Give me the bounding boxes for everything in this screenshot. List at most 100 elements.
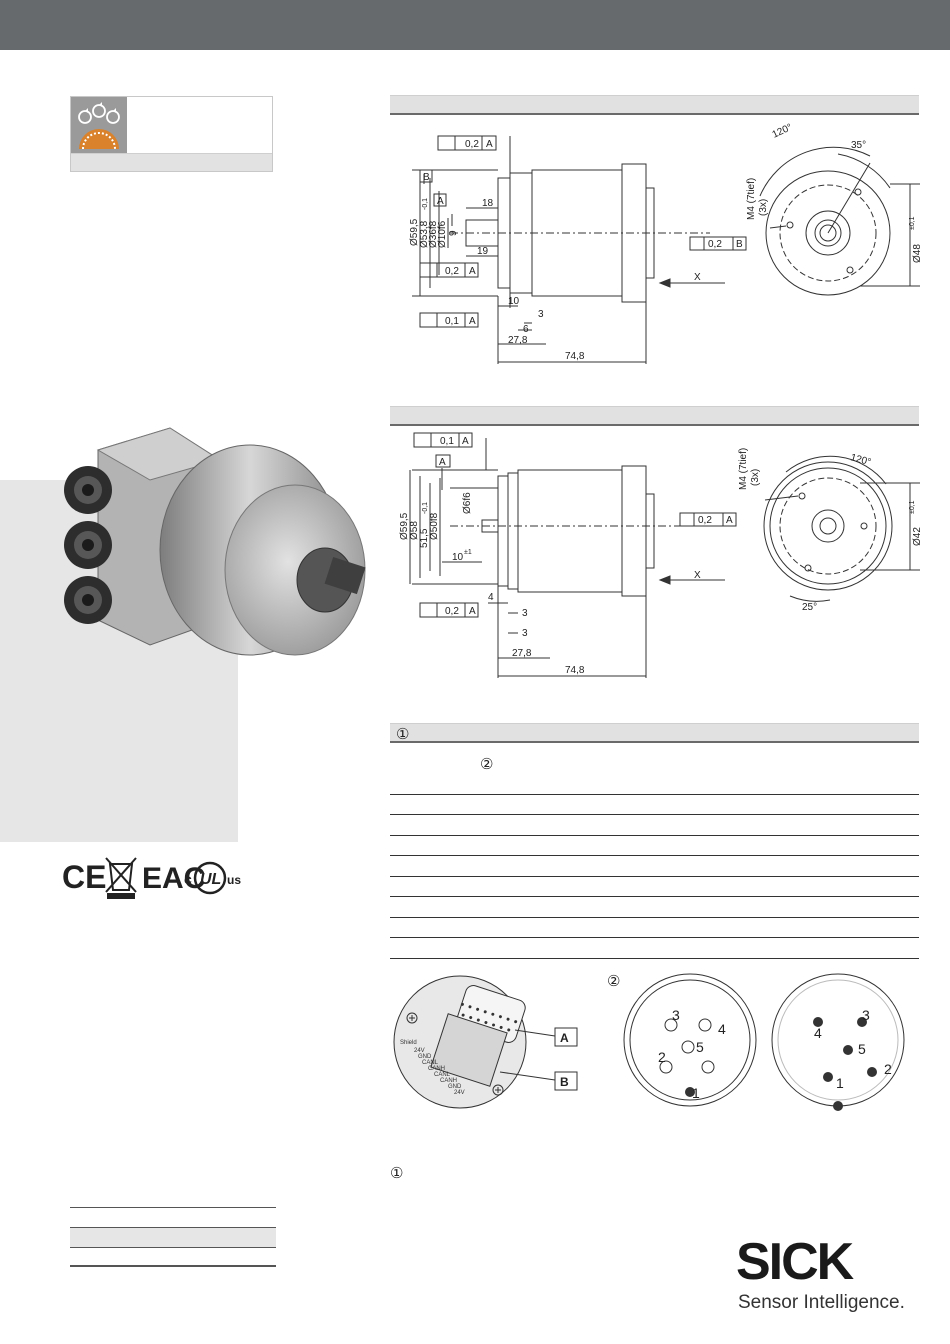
svg-text:A: A: [437, 196, 444, 207]
svg-text:A: A: [439, 457, 446, 468]
svg-text:Ø42: Ø42: [912, 527, 920, 546]
section-number: ①: [396, 726, 410, 743]
bottom-left-table: [70, 1207, 276, 1267]
svg-text:19: 19: [477, 246, 489, 257]
svg-text:±0,1: ±0,1: [909, 216, 916, 230]
svg-text:A: A: [486, 139, 493, 150]
svg-text:A: A: [560, 1031, 569, 1045]
svg-text:CANL: CANL: [422, 1060, 439, 1066]
logo-tagline: Sensor Intelligence.: [738, 1292, 905, 1313]
svg-text:0,2: 0,2: [698, 515, 712, 526]
table-row: [70, 1207, 276, 1227]
svg-text:120°: 120°: [771, 122, 794, 141]
section-bar-connection: ①: [390, 723, 919, 743]
svg-text:51,5: 51,5: [419, 528, 430, 548]
svg-text:3: 3: [672, 1007, 680, 1023]
ul-c: c: [184, 871, 192, 887]
rotary-encoder-icon: [71, 97, 127, 153]
header-bar: [0, 0, 950, 50]
connection-drawings: A B Shield 24V GND CANL CANH CANL CANH G…: [390, 970, 920, 1120]
table-rule: [390, 896, 919, 897]
dimension-drawing-2: 0,1 A A Ø59,5 Ø58 51,5 -0,1 Ø50f8 Ø6f6 1…: [390, 428, 923, 688]
section-bar-dimensions-2: [390, 406, 919, 426]
svg-text:0,2: 0,2: [445, 606, 459, 617]
table-rule: [390, 937, 919, 938]
svg-text:27,8: 27,8: [508, 335, 528, 346]
connector-marker: ②: [480, 756, 494, 773]
product-family-box: [70, 96, 273, 172]
svg-text:35°: 35°: [851, 140, 866, 151]
svg-text:Ø53,8: Ø53,8: [419, 220, 430, 248]
svg-text:Ø10f6: Ø10f6: [437, 220, 448, 248]
ce-mark: CE: [62, 859, 106, 895]
svg-text:GND: GND: [418, 1054, 432, 1060]
svg-text:A: A: [726, 515, 733, 526]
svg-text:M4 (7tief): M4 (7tief): [738, 448, 749, 490]
svg-text:CANH: CANH: [440, 1078, 457, 1084]
svg-text:Ø59,5: Ø59,5: [409, 218, 420, 246]
svg-text:Ø59,5: Ø59,5: [399, 512, 410, 540]
svg-text:74,8: 74,8: [565, 351, 585, 362]
svg-text:-0,1: -0,1: [422, 502, 429, 514]
svg-text:Ø58: Ø58: [409, 521, 420, 540]
svg-text:2: 2: [884, 1061, 892, 1077]
svg-text:0,2: 0,2: [708, 239, 722, 250]
product-family-bar: [71, 153, 272, 171]
svg-text:X: X: [694, 272, 701, 283]
svg-text:6: 6: [523, 324, 529, 335]
svg-text:A: A: [469, 316, 476, 327]
svg-text:B: B: [560, 1075, 569, 1089]
table-rule: [390, 814, 919, 815]
svg-text:4: 4: [814, 1025, 822, 1041]
svg-text:5: 5: [696, 1039, 704, 1055]
svg-text:0,2: 0,2: [465, 139, 479, 150]
svg-text:A: A: [469, 266, 476, 277]
svg-text:0,1: 0,1: [445, 316, 459, 327]
svg-text:±1: ±1: [464, 549, 472, 556]
svg-text:Ø48: Ø48: [912, 244, 920, 263]
svg-text:2: 2: [658, 1049, 666, 1065]
svg-text:5: 5: [858, 1041, 866, 1057]
svg-text:GND: GND: [448, 1084, 462, 1090]
svg-text:A: A: [469, 606, 476, 617]
svg-text:1: 1: [836, 1075, 844, 1091]
logo-wordmark: SICK: [736, 1233, 854, 1291]
table-rule: [390, 855, 919, 856]
svg-text:74,8: 74,8: [565, 665, 585, 676]
connector-marker-2: ②: [607, 973, 621, 990]
table-rule: [390, 958, 919, 959]
table-row: [70, 1227, 276, 1247]
svg-text:CANL: CANL: [434, 1072, 451, 1078]
svg-text:27,8: 27,8: [512, 648, 532, 659]
ul-us: us: [227, 873, 241, 887]
svg-text:CANH: CANH: [428, 1066, 445, 1072]
table-row: [70, 1247, 276, 1267]
svg-text:-0,1: -0,1: [422, 198, 429, 210]
section-bar-dimensions-1: [390, 95, 919, 115]
svg-text:3: 3: [522, 628, 528, 639]
table-rule: [390, 794, 919, 795]
svg-text:Shield: Shield: [400, 1040, 417, 1046]
svg-text:B: B: [423, 172, 430, 183]
svg-text:24V: 24V: [414, 1048, 425, 1054]
svg-text:B: B: [736, 239, 743, 250]
svg-text:18: 18: [482, 198, 494, 209]
weee-bin-icon: [105, 857, 137, 899]
svg-text:120°: 120°: [849, 452, 872, 468]
sick-logo: SICK Sensor Intelligence.: [736, 1236, 926, 1316]
svg-text:(3x): (3x): [758, 199, 769, 216]
svg-text:(3x): (3x): [750, 469, 761, 486]
svg-text:M4 (7tief): M4 (7tief): [746, 178, 757, 220]
svg-text:Ø50f8: Ø50f8: [429, 512, 440, 540]
svg-text:UL: UL: [200, 871, 221, 888]
table-rule: [390, 876, 919, 877]
svg-text:24V: 24V: [454, 1090, 465, 1096]
svg-text:10: 10: [452, 552, 464, 563]
svg-text:±0,1: ±0,1: [909, 500, 916, 514]
svg-text:4: 4: [488, 592, 494, 603]
svg-text:3: 3: [522, 608, 528, 619]
svg-text:25°: 25°: [802, 602, 817, 613]
svg-text:1: 1: [692, 1085, 700, 1101]
svg-text:3: 3: [538, 309, 544, 320]
footnote-marker: ①: [390, 1165, 404, 1182]
